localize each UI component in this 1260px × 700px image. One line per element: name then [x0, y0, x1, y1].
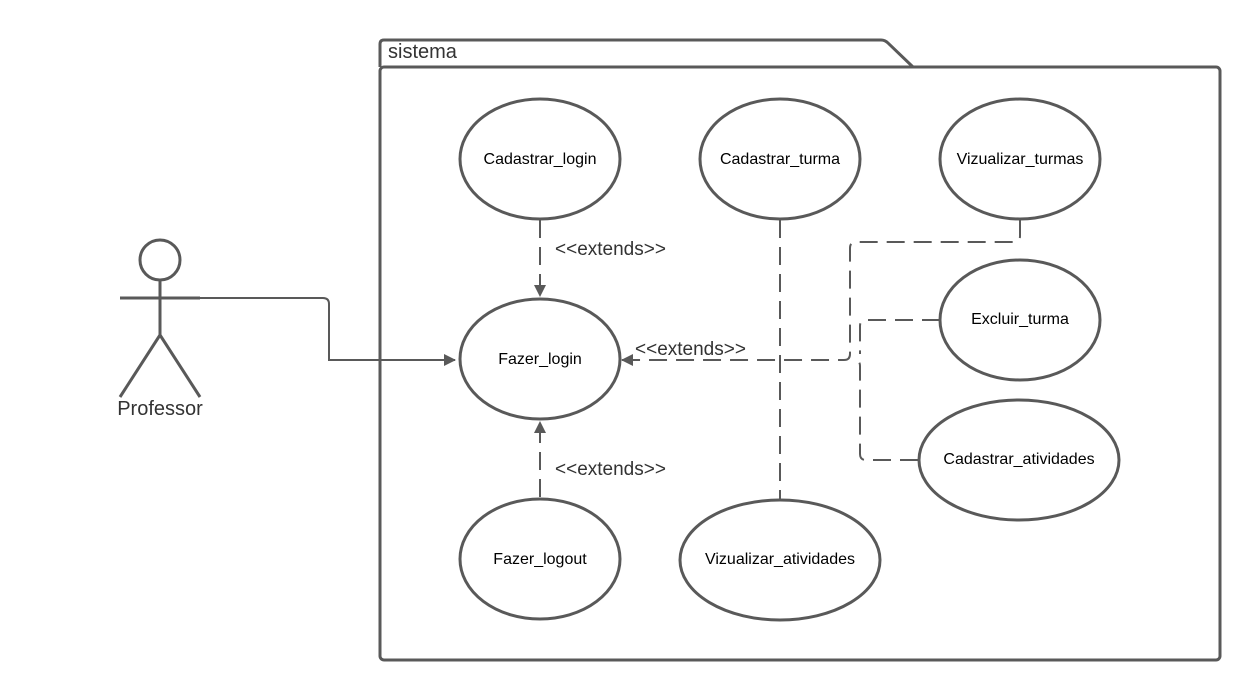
actor-professor: Professor	[117, 238, 203, 420]
package-label: sistema	[388, 41, 458, 63]
extends-excluir-turma	[859, 319, 940, 354]
use-case-fazer-login: Fazer_login	[458, 297, 622, 421]
use-case-vizualizar-turmas: Vizualizar_turmas	[938, 97, 1102, 221]
use-case-label: Vizualizar_atividades	[705, 551, 855, 568]
use-case-cadastrar-turma: Cadastrar_turma	[698, 97, 862, 221]
use-case-label: Excluir_turma	[971, 311, 1069, 328]
system-package: sistema	[378, 38, 1222, 662]
use-case-cadastrar-login: Cadastrar_login	[458, 97, 622, 221]
use-case-excluir-turma: Excluir_turma	[938, 258, 1102, 382]
use-case-label: Fazer_login	[498, 351, 582, 368]
extends-cadastrar-atividades	[853, 359, 918, 461]
use-case-cadastrar-atividades: Cadastrar_atividades	[917, 398, 1121, 522]
actor-name: Professor	[117, 398, 203, 420]
use-case-fazer-logout: Fazer_logout	[458, 497, 622, 621]
extends-vizualizar-turmas	[621, 220, 1021, 366]
use-case-label: Cadastrar_turma	[720, 151, 840, 168]
actor-right-leg	[158, 334, 202, 398]
use-case-label: Cadastrar_login	[484, 151, 597, 168]
actor-left-leg	[118, 334, 162, 398]
package-tab	[378, 38, 915, 69]
actor-head	[138, 238, 182, 282]
package-body	[378, 65, 1222, 662]
use-case-label: Fazer_logout	[493, 551, 587, 568]
extends-label-top: <<extends>>	[555, 239, 666, 260]
extends-label-middle: <<extends>>	[635, 339, 746, 360]
association-professor-fazer-login	[200, 297, 456, 366]
use-case-label: Cadastrar_atividades	[943, 451, 1094, 468]
use-case-vizualizar-atividades: Vizualizar_atividades	[678, 498, 882, 622]
extends-label-bottom: <<extends>>	[555, 459, 666, 480]
use-case-label: Vizualizar_turmas	[957, 151, 1084, 168]
